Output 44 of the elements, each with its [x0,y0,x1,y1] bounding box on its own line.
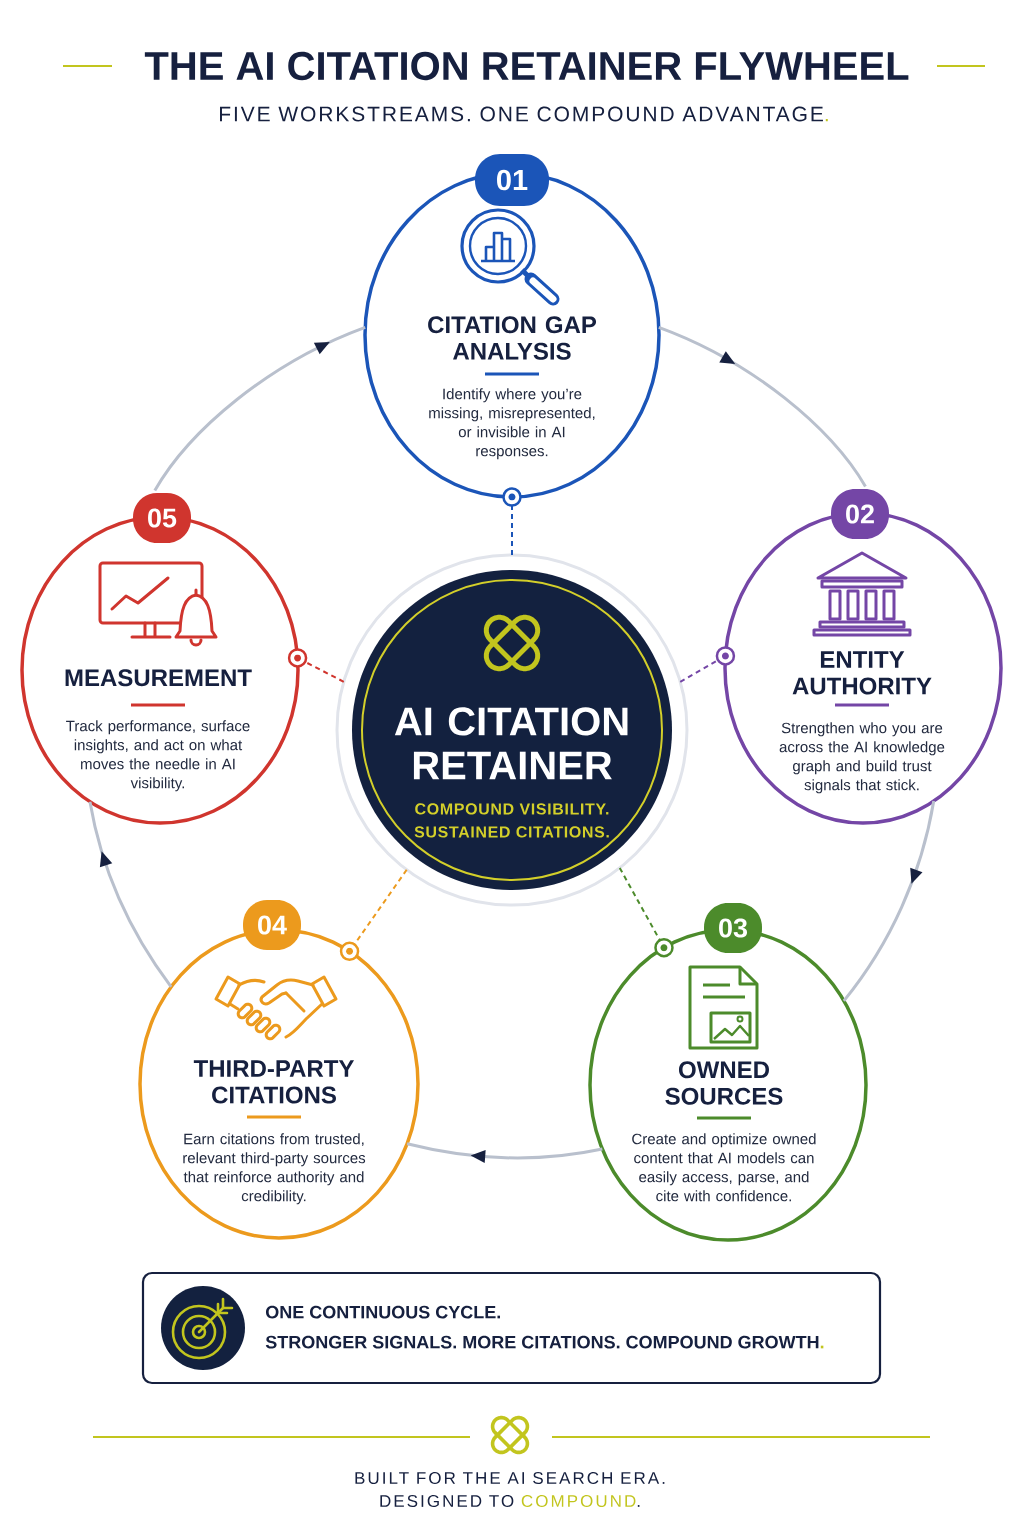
number-badge: 01 [475,154,549,206]
ring-marker [287,648,308,668]
step-circle [588,903,868,1242]
step-heading: ENTITY AUTHORITY [792,651,932,695]
footer-text: DESIGNED TO COMPOUND. [380,1495,640,1508]
ring-marker [502,487,522,507]
step-circle [363,154,661,499]
number-badge: 02 [831,489,889,539]
footer-text: BUILT FOR THE AI SEARCH ERA. [355,1472,665,1485]
step-description: Earn citations from trusted, relevant third-party sources that reinforce authority and credibility. [183,1133,366,1205]
dashed-connector [618,866,661,942]
dashed-connector [511,504,513,556]
step-description: Track performance, surface insights, and act on what moves the needle in AI visibility. [66,720,250,792]
cycle-arrow [842,800,936,1002]
step-heading: MEASUREMENT [65,669,252,687]
step-description: Create and optimize owned content that AI models can easily access, parse, and cite with confidence. [632,1133,816,1202]
ring-marker [654,937,674,958]
cycle-arrow [406,1142,603,1164]
step-description: Strengthen who you are across the AI knowledge graph and build trust signals that stick. [779,722,945,794]
step-circle [20,493,300,825]
cycle-arrow [658,325,867,488]
dashed-connector [304,660,345,683]
step-description: Identify where you’re missing, misrepresented, or invisible in AI responses. [429,388,595,460]
number-badge: 04 [243,900,301,950]
step-heading: OWNED SOURCES [665,1061,783,1105]
hub-circle [335,553,689,907]
number-badge: 03 [704,903,762,953]
step-circle [138,900,420,1240]
title: THE AI CITATION RETAINER FLYWHEEL [144,51,909,81]
callout-text: ONE CONTINUOUS CYCLE. [266,1305,500,1319]
hub-title: AI CITATION RETAINER [394,707,628,780]
callout-box [141,1271,882,1385]
step-heading: CITATION GAP ANALYSIS [428,316,597,360]
step-heading: THIRD-PARTY CITATIONS [193,1060,355,1104]
hub-tagline: COMPOUND VISIBILITY. SUSTAINED CITATIONS. [414,803,609,838]
step-circle [723,489,1003,825]
cycle-arrow [153,325,366,492]
ring-marker [339,941,360,962]
callout-text: STRONGER SIGNALS. MORE CITATIONS. COMPOUND GROWTH. [265,1335,824,1349]
subtitle: FIVE WORKSTREAMS. ONE COMPOUND ADVANTAGE. [220,106,828,122]
cycle-arrow [88,801,173,988]
ring-marker [715,646,736,666]
dashed-connector [353,868,408,946]
number-badge: 05 [133,493,191,543]
